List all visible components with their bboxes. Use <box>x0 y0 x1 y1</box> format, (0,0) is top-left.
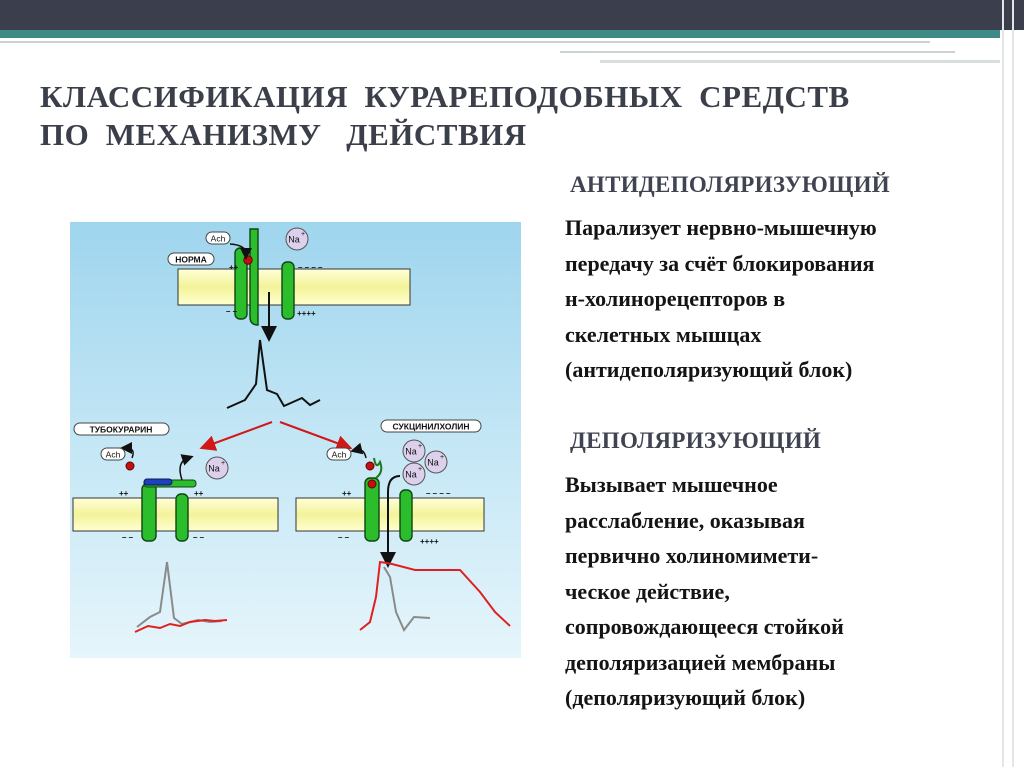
panel-succinylcholine: СУКЦИНИЛХОЛИН Ach Na + Na + Na + ++ – – … <box>295 419 511 632</box>
na-ion <box>402 439 426 463</box>
header-bar-dark <box>0 0 1024 30</box>
arrow-red <box>279 421 353 451</box>
norma-label: НОРМА <box>175 255 207 265</box>
text-line: н-холинорецепторов в <box>565 286 786 311</box>
action-potential-trace <box>226 339 321 409</box>
na-ion <box>402 462 426 486</box>
title-line-2: ПО МЕХАНИЗМУ ДЕЙСТВИЯ <box>40 117 527 152</box>
blocked-trace-red <box>134 618 228 633</box>
slide-title: КЛАССИФИКАЦИЯ КУРАРЕПОДОБНЫХ СРЕДСТВ ПО … <box>40 78 960 154</box>
succinylcholine-molecule <box>373 457 383 479</box>
tubocurarine-label-box <box>73 422 170 436</box>
receptor-channel <box>175 493 189 542</box>
charge-label: – – – – <box>426 489 451 498</box>
ach-molecule <box>125 461 135 471</box>
arrow <box>380 475 401 568</box>
text-line: ческое действие, <box>565 578 730 604</box>
na-label: Na <box>427 458 439 468</box>
ach-label: Ach <box>211 234 226 244</box>
na-label: Na <box>208 464 220 474</box>
panel-norma: Ach Na + НОРМА ++ – – – – – – ++++ <box>167 227 411 409</box>
header-stripe <box>560 51 955 53</box>
ach-label: Ach <box>106 450 121 460</box>
na-label: Na <box>405 447 417 457</box>
ach-label-box <box>100 447 126 461</box>
na-label: Na <box>288 235 300 245</box>
charge-label: ++ <box>229 263 239 272</box>
arrow <box>350 442 367 459</box>
section-heading-depolarizing: ДЕПОЛЯРИЗУЮЩИЙ <box>570 428 822 453</box>
charge-label: ++++ <box>297 309 316 318</box>
text-line: Вызывает мышечное <box>565 472 778 497</box>
section-text-antidepolarizing: Парализует нервно-мышечную передачу за с… <box>565 210 877 388</box>
reference-trace-gray <box>136 561 223 628</box>
charge-label: – – <box>193 533 205 542</box>
charge-label: ++++ <box>420 537 439 546</box>
receptor-channel <box>399 489 413 542</box>
section-heading-antidepolarizing: АНТИДЕПОЛЯРИЗУЮЩИЙ <box>570 172 890 197</box>
charge-label: – – <box>338 533 350 542</box>
arrow-red <box>199 421 273 451</box>
charge-label: ++ <box>342 489 352 498</box>
receptor-channel <box>281 261 295 320</box>
text-line: первично холиномимети- <box>565 543 819 568</box>
arrow <box>229 243 252 260</box>
charge-label: – – <box>226 307 238 316</box>
na-charge: + <box>301 231 305 238</box>
header-bar-teal <box>0 30 1000 38</box>
succinylcholine-label: СУКЦИНИЛХОЛИН <box>392 422 469 432</box>
membrane <box>295 497 485 532</box>
ach-label: Ach <box>332 450 347 460</box>
header-stripe <box>0 41 930 43</box>
receptor-channel <box>364 477 380 542</box>
title-line-1: КЛАССИФИКАЦИЯ КУРАРЕПОДОБНЫХ СРЕДСТВ <box>40 79 850 114</box>
arrow <box>120 442 134 459</box>
text-line: деполяризацией мембраны <box>565 649 836 675</box>
na-charge: + <box>418 466 422 473</box>
text-line: расслабление, оказывая <box>565 507 805 533</box>
ach-molecule <box>367 479 377 489</box>
edge-line <box>1012 0 1014 767</box>
succinylcholine-label-box <box>380 419 482 433</box>
text-line: скелетных мышцах <box>565 321 762 347</box>
neuromuscular-diagram: Ach Na + НОРМА ++ – – – – – – ++++ ТУБОК… <box>70 222 521 658</box>
tubocurarine-molecule <box>143 478 173 486</box>
section-text-depolarizing: Вызывает мышечное расслабление, оказывая… <box>565 467 844 716</box>
text-line: сопровождающееся стойкой <box>565 614 844 639</box>
edge-line <box>1002 0 1004 767</box>
ach-label-box <box>326 447 352 461</box>
text-line: Парализует нервно-мышечную <box>565 215 877 240</box>
na-ion <box>205 456 229 480</box>
tubocurarine-label: ТУБОКУРАРИН <box>90 425 153 435</box>
norma-label-box <box>167 252 215 266</box>
ach-label-box <box>205 231 231 245</box>
na-ion <box>285 227 309 251</box>
na-ion <box>424 450 448 474</box>
arrow <box>179 454 194 481</box>
na-charge: + <box>440 454 444 461</box>
na-charge: + <box>221 460 225 467</box>
charge-label: – – <box>122 533 134 542</box>
text-line: передачу за счёт блокирования <box>565 250 875 276</box>
charge-label: – – – – <box>298 263 323 272</box>
depolarization-trace-red <box>359 560 511 631</box>
text-line: (антидеполяризующий блок) <box>565 357 853 382</box>
receptor-channel <box>141 483 157 542</box>
panel-tubocurarine: ТУБОКУРАРИН Ach Na + ++ ++ – – – – <box>72 422 279 633</box>
charge-label: ++ <box>194 489 204 498</box>
receptor-channel <box>249 228 259 326</box>
na-label: Na <box>405 470 417 480</box>
reference-trace-gray <box>383 566 431 632</box>
text-line: (деполяризующий блок) <box>565 685 806 710</box>
header-stripe <box>600 60 1000 63</box>
na-charge: + <box>418 443 422 450</box>
ach-molecule <box>243 255 253 265</box>
ach-molecule <box>365 461 375 471</box>
charge-label: ++ <box>119 489 129 498</box>
